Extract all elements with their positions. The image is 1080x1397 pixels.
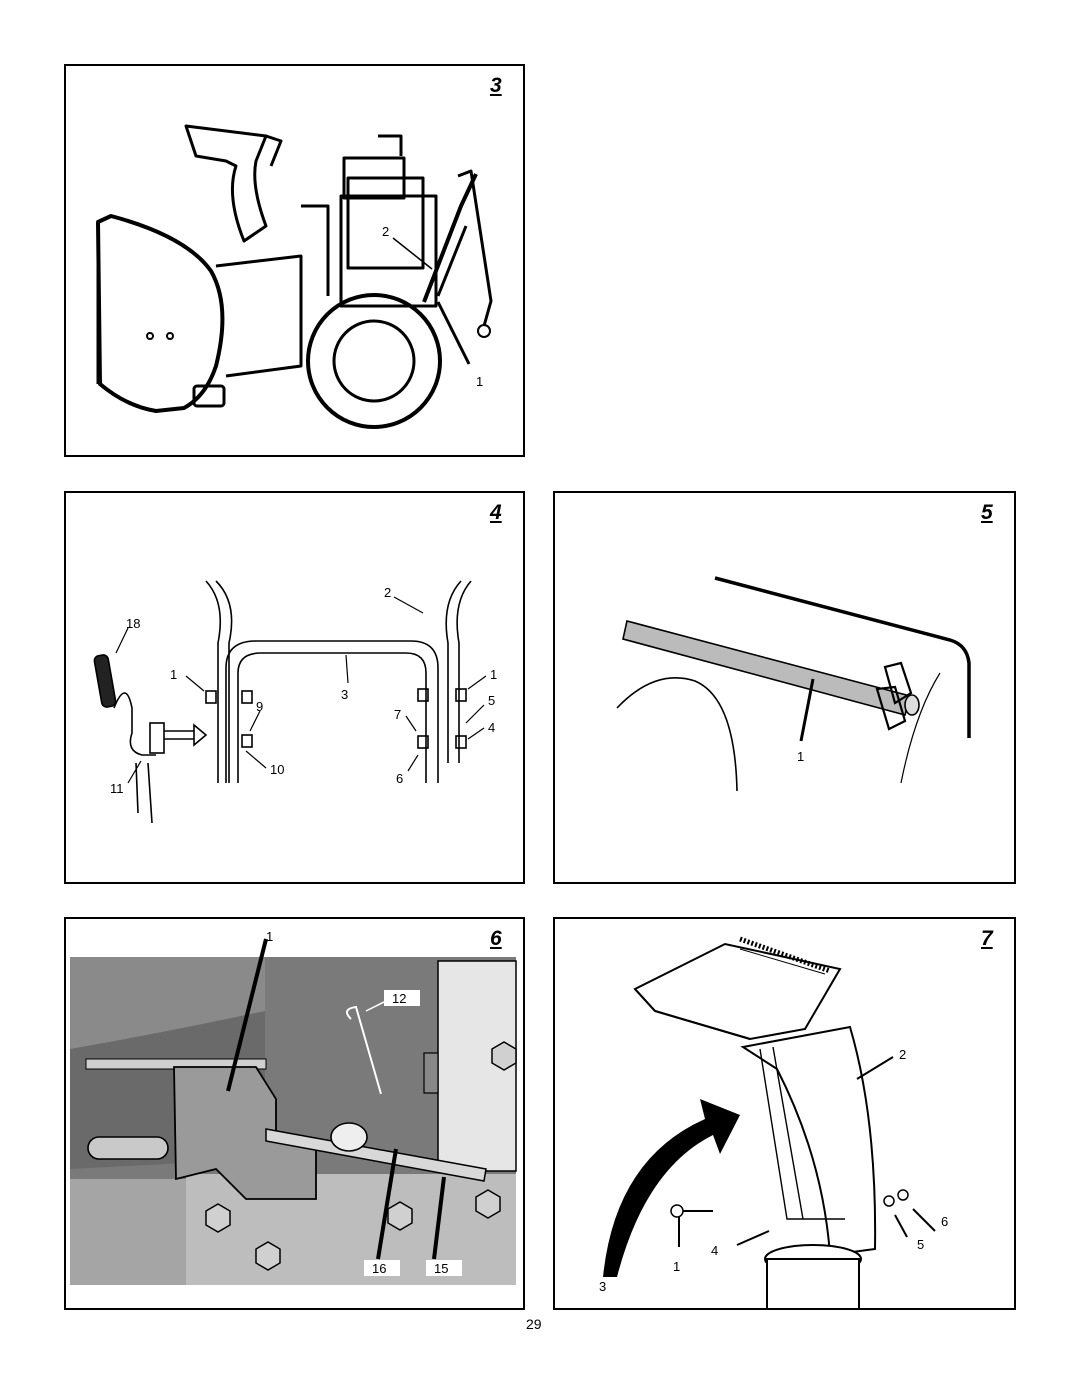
figure-7-callout: 1 <box>673 1259 680 1274</box>
rod-pin-illustration: 1 <box>616 576 971 792</box>
handle-assembly-illustration: 2 18 1 3 1 9 7 5 4 10 11 6 <box>93 580 497 824</box>
figure-5-number: 5 <box>981 501 993 524</box>
figure-3-callout: 1 <box>476 374 483 389</box>
figure-4-callout: 18 <box>126 616 140 631</box>
figure-7-callout: 3 <box>599 1279 606 1294</box>
figure-6-callout: 15 <box>434 1261 448 1276</box>
figure-4-callout: 1 <box>490 667 497 682</box>
figure-5-callout: 1 <box>797 749 804 764</box>
figure-4-callout: 11 <box>110 781 124 796</box>
snowthrower-side-illustration: 2 1 <box>96 124 493 429</box>
figure-4-callout: 4 <box>488 720 495 735</box>
figure-4-callout: 1 <box>170 667 177 682</box>
figure-4-callout: 5 <box>488 693 495 708</box>
figure-6-callout: 16 <box>372 1261 386 1276</box>
figure-6-callout: 12 <box>392 991 406 1006</box>
page-number: 29 <box>526 1316 542 1332</box>
discharge-chute-illustration: 2 6 4 5 1 3 <box>599 936 948 1308</box>
figure-5-panel: 5 1 <box>553 491 1016 884</box>
figure-6-callout: 1 <box>266 929 273 944</box>
figure-7-panel: 7 2 6 4 5 1 3 <box>553 917 1016 1310</box>
figure-4-callout: 6 <box>396 771 403 786</box>
figure-6-panel: 6 <box>64 917 525 1310</box>
figure-4-number: 4 <box>490 501 502 524</box>
figure-4-callout: 7 <box>394 707 401 722</box>
figure-7-callout: 2 <box>899 1047 906 1062</box>
figure-7-callout: 6 <box>941 1214 948 1229</box>
figure-3-panel: 3 <box>64 64 525 457</box>
figure-4-callout: 3 <box>341 687 348 702</box>
figure-7-number: 7 <box>981 927 993 950</box>
figure-4-panel: 4 <box>64 491 525 884</box>
figure-4-callout: 9 <box>256 699 263 714</box>
figure-6-number: 6 <box>490 927 502 950</box>
figure-7-callout: 4 <box>711 1243 718 1258</box>
figure-3-callout: 2 <box>382 224 389 239</box>
figure-4-callout: 2 <box>384 585 391 600</box>
figure-7-callout: 5 <box>917 1237 924 1252</box>
linkage-detail-illustration: 1 12 16 15 <box>70 929 517 1285</box>
figure-3-number: 3 <box>490 74 502 97</box>
figure-4-callout: 10 <box>270 762 284 777</box>
